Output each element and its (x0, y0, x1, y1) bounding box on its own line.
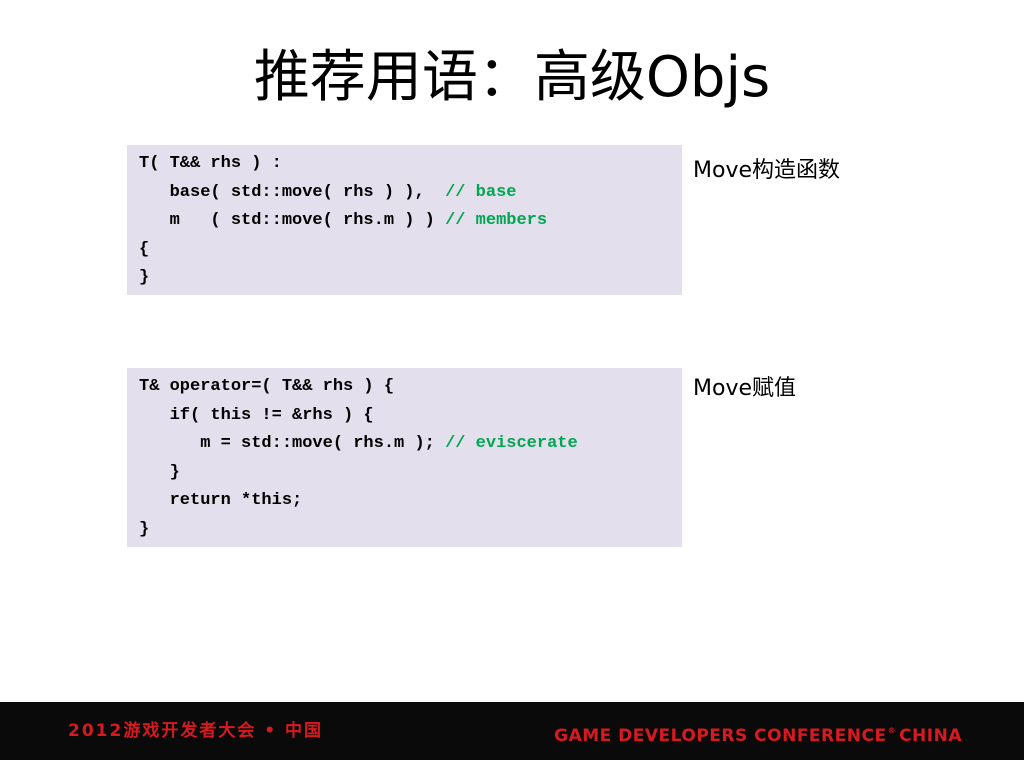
code-line: { (139, 236, 682, 265)
code-line: } (139, 516, 682, 545)
code-line: if( this != &rhs ) { (139, 402, 682, 431)
code-line: T& operator=( T&& rhs ) { (139, 373, 682, 402)
code-text: m ( std::move( rhs.m ) ) (139, 211, 446, 231)
footer-conference-suffix: CHINA (899, 726, 962, 746)
code-line: m ( std::move( rhs.m ) ) // members (139, 207, 682, 236)
registered-mark: ® (887, 726, 897, 735)
footer-conference-name: GAME DEVELOPERS CONFERENCE (554, 726, 887, 746)
code-text: m = std::move( rhs.m ); (139, 434, 446, 454)
slide-title: 推荐用语：高级Objs (253, 45, 771, 110)
code-block-move-constructor: T( T&& rhs ) : base( std::move( rhs ) ),… (127, 145, 682, 295)
code-text: { (139, 239, 150, 259)
footer-bottom-strip (0, 760, 1024, 768)
code-line: T( T&& rhs ) : (139, 150, 682, 179)
code-text: } (139, 462, 180, 482)
move-assignment-label: Move赋值 (693, 376, 796, 401)
code-text: } (139, 268, 150, 288)
code-comment: // members (445, 211, 548, 231)
code-line: m = std::move( rhs.m ); // eviscerate (139, 430, 682, 459)
code-text: if( this != &rhs ) { (139, 405, 374, 425)
footer-band: 2012游戏开发者大会 • 中国 GAME DEVELOPERS CONFERE… (0, 702, 1024, 760)
code-text: base( std::move( rhs ) ), (139, 182, 446, 202)
code-text: return *this; (139, 491, 303, 511)
code-text: T( T&& rhs ) : (139, 154, 282, 173)
code-text: } (139, 519, 150, 539)
code-text: T& operator=( T&& rhs ) { (139, 377, 395, 396)
footer-event-name: 2012游戏开发者大会 • 中国 (68, 721, 324, 741)
code-comment: // base (445, 182, 517, 202)
code-line: base( std::move( rhs ) ), // base (139, 179, 682, 208)
code-block-move-assignment: T& operator=( T&& rhs ) { if( this != &r… (127, 368, 682, 547)
code-line: } (139, 264, 682, 293)
footer-conference-logo: GAME DEVELOPERS CONFERENCE®CHINA (554, 702, 962, 760)
code-line: return *this; (139, 487, 682, 516)
move-constructor-label: Move构造函数 (693, 158, 840, 183)
code-line: } (139, 459, 682, 488)
code-comment: // eviscerate (445, 434, 578, 454)
